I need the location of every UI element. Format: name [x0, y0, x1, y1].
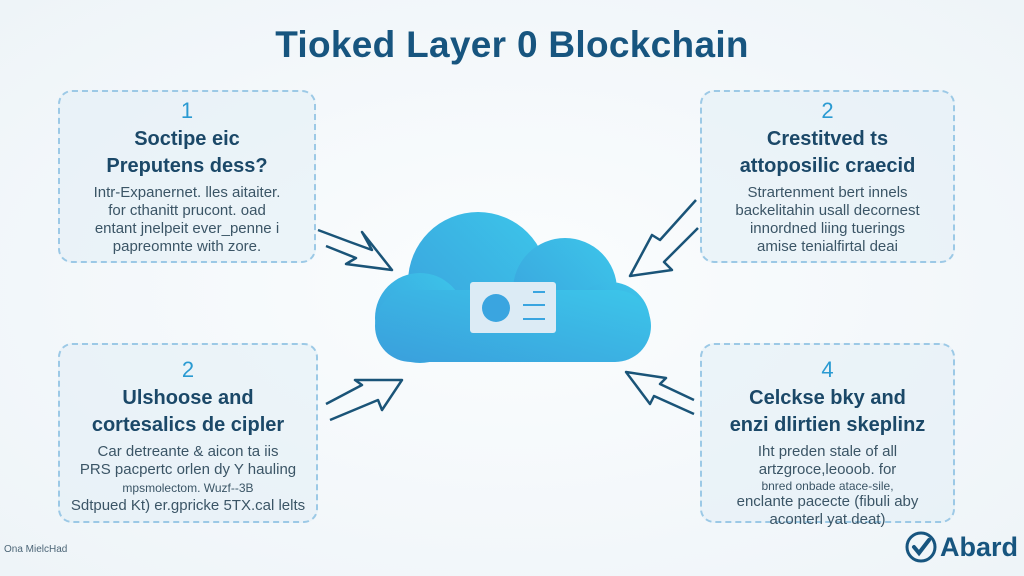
arrow-icon — [325, 378, 404, 422]
diagram-title: Tioked Layer 0 Blockchain — [275, 24, 749, 65]
step-number: 2 — [821, 98, 834, 123]
step-number: 2 — [181, 357, 195, 382]
step-text: Intr-Expanernet. lles aitaiter. — [93, 184, 281, 201]
step-number: 4 — [821, 357, 834, 382]
step-text: entant jnelpeit ever_penne i — [94, 220, 280, 237]
id-card-icon — [470, 282, 556, 333]
footer-text: Ona MielcHad — [4, 544, 68, 555]
step-text: Iht preden stale of all — [757, 443, 898, 460]
step-text: Strartenment bert innels — [747, 184, 908, 201]
arrow-icon — [628, 199, 699, 278]
step-text: Sdtpued Kt) er.gpricke 5TX.cal lelts — [70, 497, 306, 514]
step-text: innordned liing tuerings — [749, 220, 906, 237]
arrow-icon — [624, 370, 695, 416]
brand-logo: Abard — [904, 530, 1018, 564]
step-text: PRS pacpertc orlen dy Y hauling — [79, 461, 297, 478]
step-text: papreomnte with zore. — [112, 238, 262, 255]
step-heading: Soctipe eic — [134, 128, 240, 150]
step-heading: cortesalics de cipler — [91, 414, 285, 436]
step-heading: enzi dlirtien skeplinz — [729, 414, 926, 436]
step-heading: Ulshoose and — [122, 387, 254, 409]
step-number: 1 — [180, 98, 194, 123]
step-text: mpsmolectom. Wuzf--3B — [122, 481, 254, 495]
step-heading: Crestitved ts — [766, 128, 889, 150]
step-text: enclante pacecte (fibuli aby — [736, 493, 919, 510]
step-text: artzgroce,leooob. for — [758, 461, 897, 478]
step-card-2: 2 Crestitved ts attoposilic craecid Strar… — [700, 90, 955, 263]
step-heading: Celckse bky and — [749, 387, 906, 409]
step-heading: Preputens dess? — [106, 155, 268, 177]
step-text: aconterl yat deat) — [769, 511, 886, 528]
step-text: amise tenialfirtal deai — [757, 238, 898, 255]
step-text: backelitahin usall decornest — [735, 202, 920, 219]
check-badge-icon — [905, 531, 937, 563]
arrow-icon — [317, 228, 394, 272]
step-text: bnred onbade atace-sile, — [761, 479, 894, 493]
step-card-3: 2 Ulshoose and cortesalics de cipler Car … — [58, 343, 318, 523]
logo-text: Abard — [940, 531, 1019, 562]
step-heading: attoposilic craecid — [739, 155, 916, 177]
step-text: Car detreante & aicon ta iis — [97, 443, 279, 460]
step-text: for cthanitt prucont. oad — [108, 202, 266, 219]
